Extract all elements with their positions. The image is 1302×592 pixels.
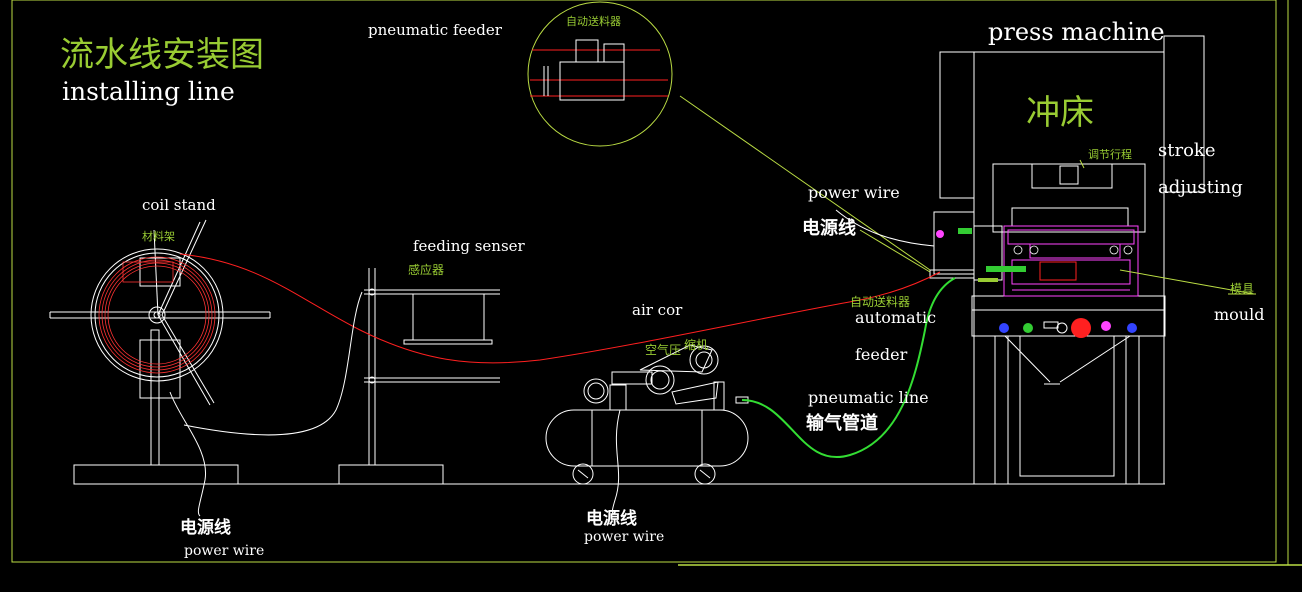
feeder-detail-callout: [527, 1, 931, 271]
label-power-wire-mid: power wire: [584, 529, 664, 545]
drawing-frame: [11, 0, 1302, 566]
mould: [1003, 225, 1139, 297]
mould-bolts: [1013, 245, 1133, 255]
label-air-compressor-cn-b: 缩机: [684, 337, 708, 352]
feeding-sensor-stand: [338, 268, 500, 485]
label-power-wire-top-cn: 电源线: [802, 217, 856, 239]
label-mould: mould: [1214, 305, 1264, 324]
label-feeder: feeder: [855, 345, 908, 364]
label-automatic: automatic: [855, 308, 936, 327]
label-auto-feeder-cn: 自动送料器: [850, 294, 910, 309]
label-air-compressor: air cor: [632, 301, 683, 319]
label-pneumatic-line-cn: 输气管道: [806, 412, 878, 434]
title-english: installing line: [62, 77, 235, 106]
label-power-wire-mid-cn: 电源线: [586, 508, 637, 529]
control-panel: [999, 318, 1137, 338]
label-power-wire-top: power wire: [808, 183, 900, 202]
coil-stand: [49, 219, 271, 485]
label-pneumatic-line: pneumatic line: [808, 388, 929, 407]
label-press-cn: 冲床: [1026, 93, 1094, 133]
coil-material: [98, 256, 216, 374]
label-sensor-cn: 感应器: [408, 262, 444, 277]
label-adjusting: adjusting: [1158, 177, 1243, 198]
label-feeding-senser: feeding senser: [413, 237, 526, 255]
material-strip-red: [179, 253, 941, 364]
power-wires: [169, 209, 935, 517]
pneumatic-hose: [741, 277, 956, 458]
label-stroke: stroke: [1158, 140, 1215, 161]
label-stroke-adjust-cn: 调节行程: [1088, 148, 1132, 161]
label-power-wire-left: power wire: [184, 543, 264, 559]
leader-lines: [1079, 159, 1256, 295]
air-compressor: [545, 344, 749, 485]
label-air-compressor-cn-a: 空气压: [645, 342, 681, 357]
label-coil-stand: coil stand: [142, 196, 216, 214]
label-pneumatic-feeder: pneumatic feeder: [368, 21, 503, 39]
label-power-wire-left-cn: 电源线: [180, 517, 231, 538]
label-auto-feeder-detail: 自动送料器: [566, 14, 621, 28]
label-mould-cn: 模具: [1230, 282, 1254, 296]
label-press-machine: press machine: [988, 18, 1165, 46]
label-coil-stand-cn: 材料架: [142, 229, 175, 243]
automatic-feeder: [929, 211, 1026, 282]
title-chinese: 流水线安装图: [60, 35, 264, 75]
